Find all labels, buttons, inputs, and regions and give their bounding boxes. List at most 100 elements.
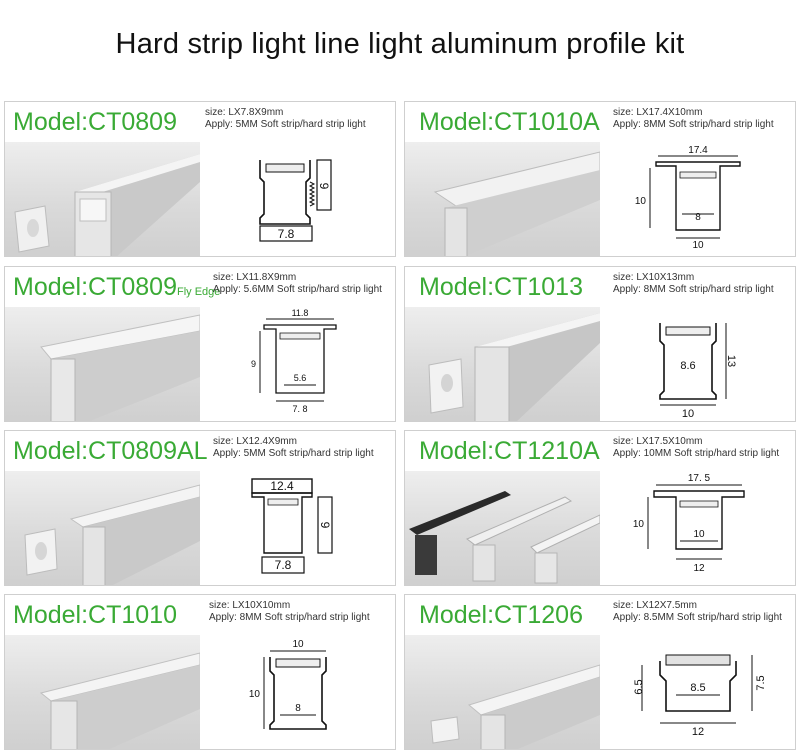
product-card-ct0809: Model:CT0809 size: LX7.8X9mm Apply: 5MM … xyxy=(4,101,396,257)
spec-text: size: LX12X7.5mm Apply: 8.5MM Soft strip… xyxy=(613,600,782,624)
spec-text: size: LX11.8X9mm Apply: 5.6MM Soft strip… xyxy=(213,272,382,296)
model-name: Model:CT1010 xyxy=(13,601,177,629)
dim-bottom-width: 10 xyxy=(682,408,694,420)
size-text: size: LX17.4X10mm xyxy=(613,107,703,118)
profile-render xyxy=(40,314,200,421)
apply-text: Apply: 8MM Soft strip/hard strip light xyxy=(613,119,774,130)
profile-photo xyxy=(5,635,200,749)
size-text: size: LX17.5X10mm xyxy=(613,436,703,447)
apply-text: Apply: 5MM Soft strip/hard strip light xyxy=(213,448,374,459)
profile-photo xyxy=(405,471,600,585)
card-header: Model:CT0809 size: LX7.8X9mm Apply: 5MM … xyxy=(5,102,395,143)
profile-photo xyxy=(5,307,200,421)
model-suffix: Fly Edge xyxy=(176,286,221,298)
profile-render xyxy=(433,151,600,256)
apply-text: Apply: 8MM Soft strip/hard strip light xyxy=(613,284,774,295)
spec-text: size: LX17.4X10mm Apply: 8MM Soft strip/… xyxy=(613,107,774,131)
dim-top-width: 17.4 xyxy=(688,145,708,156)
profile-render xyxy=(409,491,600,584)
model-name: Model:CT0809Fly Edge xyxy=(13,273,221,301)
apply-text: Apply: 8.5MM Soft strip/hard strip light xyxy=(613,612,782,623)
profile-render xyxy=(14,154,200,256)
card-header: Model:CT1206 size: LX12X7.5mm Apply: 8.5… xyxy=(405,595,795,636)
dim-inner-width: 10 xyxy=(693,529,705,540)
model-name: Model:CT1010A xyxy=(419,108,600,136)
size-text: size: LX10X10mm xyxy=(209,600,291,611)
profile-photo xyxy=(405,307,600,421)
dim-height: 10 xyxy=(249,689,261,700)
profile-photo xyxy=(5,142,200,256)
dim-height: 13 xyxy=(725,355,737,367)
size-text: size: LX12X7.5mm xyxy=(613,600,697,611)
spec-text: size: LX10X13mm Apply: 8MM Soft strip/ha… xyxy=(613,272,774,296)
dim-top-width: 12.4 xyxy=(270,479,294,493)
dim-top-width: 10 xyxy=(292,639,304,650)
cross-section-diagram: 6.5 8.5 7.5 12 xyxy=(600,635,795,749)
spec-text: size: LX7.8X9mm Apply: 5MM Soft strip/ha… xyxy=(205,107,366,131)
profile-render xyxy=(24,484,200,585)
product-card-ct1010: Model:CT1010 size: LX10X10mm Apply: 8MM … xyxy=(4,594,396,750)
spec-text: size: LX12.4X9mm Apply: 5MM Soft strip/h… xyxy=(213,436,374,460)
dim-inner-width: 5.6 xyxy=(294,373,307,383)
size-text: size: LX10X13mm xyxy=(613,272,695,283)
dim-height: 9 xyxy=(318,522,332,529)
product-card-ct1210a: Model:CT1210A size: LX17.5X10mm Apply: 1… xyxy=(404,430,796,586)
cross-section-diagram: 8.6 13 10 xyxy=(600,307,795,421)
product-card-ct1013: Model:CT1013 size: LX10X13mm Apply: 8MM … xyxy=(404,266,796,422)
model-name: Model:CT1013 xyxy=(419,273,583,301)
model-name: Model:CT0809AL xyxy=(13,437,208,465)
cross-section-diagram: 9 7.8 xyxy=(200,142,395,256)
profile-photo xyxy=(5,471,200,585)
card-header: Model:CT0809Fly Edge size: LX11.8X9mm Ap… xyxy=(5,267,395,308)
dim-width: 7.8 xyxy=(278,227,295,241)
product-card-ct0809-fly-edge: Model:CT0809Fly Edge size: LX11.8X9mm Ap… xyxy=(4,266,396,422)
card-header: Model:CT1013 size: LX10X13mm Apply: 8MM … xyxy=(405,267,795,308)
dim-bottom-width: 7.8 xyxy=(275,558,292,572)
spec-text: size: LX17.5X10mm Apply: 10MM Soft strip… xyxy=(613,436,779,460)
card-header: Model:CT1010A size: LX17.4X10mm Apply: 8… xyxy=(405,102,795,143)
dim-inner-width: 8.6 xyxy=(680,360,695,372)
profile-render xyxy=(430,664,600,749)
dim-inner-height: 6.5 xyxy=(633,679,645,694)
dim-bottom-width: 7. 8 xyxy=(292,404,307,414)
apply-text: Apply: 10MM Soft strip/hard strip light xyxy=(613,448,780,459)
spec-text: size: LX10X10mm Apply: 8MM Soft strip/ha… xyxy=(209,600,370,624)
cross-section-diagram: 12.4 9 7.8 xyxy=(200,471,395,585)
profile-render xyxy=(428,313,600,421)
dim-inner-width: 8 xyxy=(295,703,301,714)
apply-text: Apply: 8MM Soft strip/hard strip light xyxy=(209,612,370,623)
cross-section-diagram: 17.4 8 10 10 xyxy=(600,142,795,256)
size-text: size: LX11.8X9mm xyxy=(213,272,297,283)
apply-text: Apply: 5.6MM Soft strip/hard strip light xyxy=(213,284,382,295)
page-title: Hard strip light line light aluminum pro… xyxy=(115,28,685,60)
dim-bottom-width: 12 xyxy=(693,563,705,574)
card-header: Model:CT0809AL size: LX12.4X9mm Apply: 5… xyxy=(5,431,395,472)
size-text: size: LX7.8X9mm xyxy=(205,107,284,118)
dim-height: 10 xyxy=(635,196,647,207)
dim-height: 10 xyxy=(633,519,645,530)
size-text: size: LX12.4X9mm xyxy=(213,436,297,447)
dim-height: 7.5 xyxy=(755,675,767,690)
cross-section-diagram: 11.8 9 5.6 7. 8 xyxy=(200,307,395,421)
product-card-ct1010a: Model:CT1010A size: LX17.4X10mm Apply: 8… xyxy=(404,101,796,257)
profile-render xyxy=(39,652,200,749)
cross-section-diagram: 17. 5 10 10 12 xyxy=(600,471,795,585)
profile-photo xyxy=(405,142,600,256)
dim-inner-width: 8.5 xyxy=(690,682,705,694)
dim-height: 9 xyxy=(317,183,331,190)
dim-height: 9 xyxy=(251,359,256,369)
model-name: Model:CT1206 xyxy=(419,601,583,629)
dim-top-width: 11.8 xyxy=(292,308,309,318)
card-header: Model:CT1010 size: LX10X10mm Apply: 8MM … xyxy=(5,595,395,636)
dim-bottom-width: 12 xyxy=(692,726,704,738)
dim-bottom-width: 10 xyxy=(692,240,704,251)
model-name: Model:CT0809 xyxy=(13,108,177,136)
card-header: Model:CT1210A size: LX17.5X10mm Apply: 1… xyxy=(405,431,795,472)
product-card-ct0809al: Model:CT0809AL size: LX12.4X9mm Apply: 5… xyxy=(4,430,396,586)
profile-photo xyxy=(405,635,600,749)
model-name: Model:CT1210A xyxy=(419,437,600,465)
dim-top-width: 17. 5 xyxy=(688,473,711,484)
dim-inner-width: 8 xyxy=(695,212,701,223)
product-card-ct1206: Model:CT1206 size: LX12X7.5mm Apply: 8.5… xyxy=(404,594,796,750)
cross-section-diagram: 10 10 8 xyxy=(200,635,395,749)
